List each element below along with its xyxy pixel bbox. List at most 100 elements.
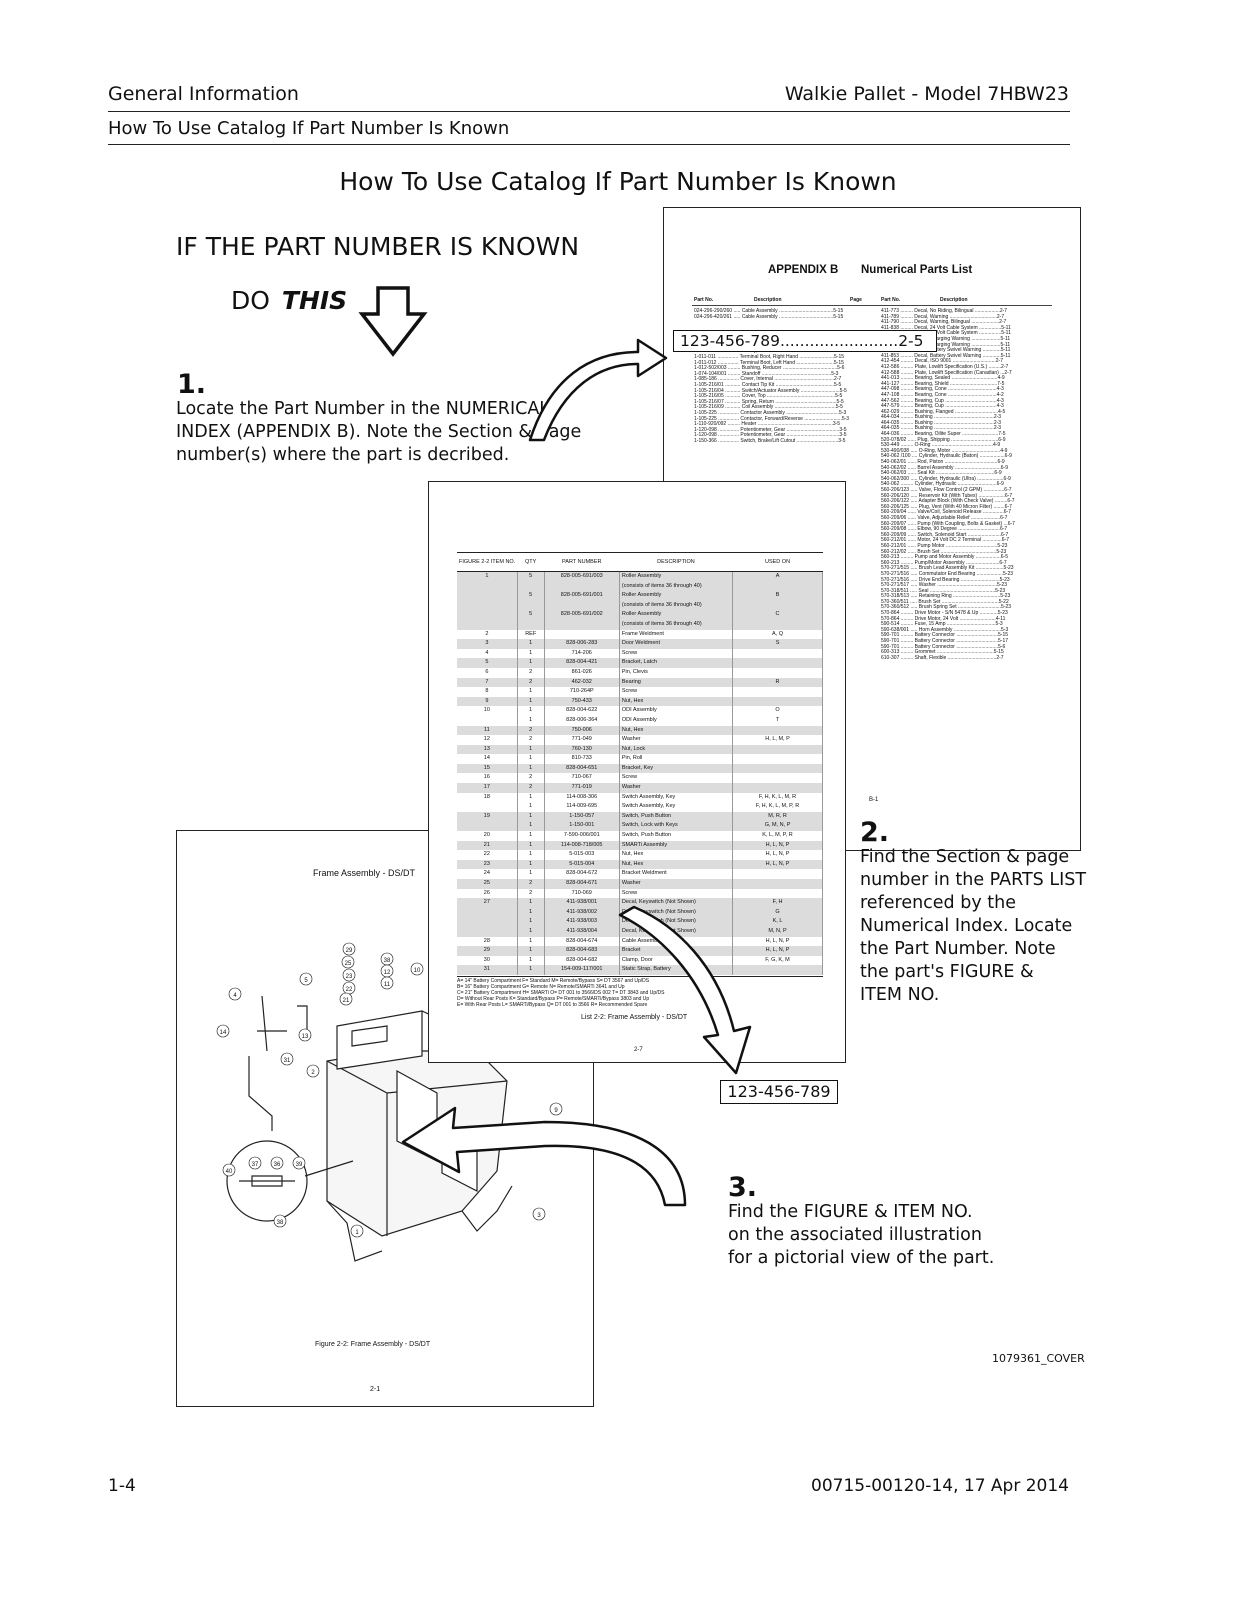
- table-cell: Pin, Roll: [619, 754, 734, 764]
- footer-doc-id: 00715-00120-14, 17 Apr 2014: [811, 1476, 1069, 1496]
- table-cell: 828-006-283: [544, 639, 620, 649]
- item-balloon: 23: [346, 974, 353, 980]
- intro-do: DO THIS: [231, 286, 347, 315]
- table-cell: Decal, Keyswitch (Not Shown): [619, 898, 734, 908]
- table-cell: 1: [517, 792, 545, 803]
- step-2-number: 2.: [860, 817, 890, 848]
- step-2-line: the part's FIGURE &: [860, 962, 1034, 982]
- appendix-page-number: B-1: [869, 797, 879, 803]
- appendix-row: 590-514 ......... Fuse, 15 Amp .........…: [881, 621, 1003, 628]
- table-cell: 828-004-622: [544, 706, 620, 716]
- appendix-row: 1-120-098 ............... Potentiometer,…: [694, 432, 847, 439]
- appendix-row: 411-851 ......... Decal, Charging Warnin…: [881, 341, 1011, 348]
- table-cell: 1: [517, 715, 545, 726]
- table-cell: M, N, P: [732, 926, 823, 937]
- table-row: (consists of items 36 through 40): [457, 600, 823, 611]
- col-part-left: Part No.: [694, 297, 714, 303]
- table-cell: 1: [517, 696, 545, 707]
- appendix-row: 411-839 ......... Decal, 24 Volt Cable S…: [881, 330, 1011, 337]
- table-cell: 861-026: [544, 667, 620, 678]
- parts-list-header-row: FIGURE 2-2 ITEM NO. QTY PART NUMBER DESC…: [457, 552, 823, 572]
- appendix-row: 1-105-225 ............... Contactor, For…: [694, 415, 850, 422]
- step-2-line: Numerical Index. Locate: [860, 916, 1073, 936]
- table-cell: 714-206: [544, 648, 620, 659]
- header-model: Walkie Pallet - Model 7HBW23: [784, 83, 1069, 105]
- appendix-row: 570-318/513 ..... Retaining Ring .......…: [881, 593, 1011, 600]
- table-cell: [732, 667, 823, 678]
- appendix-row: 1-105-216/09 ........... Coil Assembly .…: [694, 404, 843, 411]
- appendix-row: 570-864 ......... Drive Motor - S/N 5478…: [881, 610, 1008, 617]
- appendix-row: 441-013 ......... Bearing, Sealed ......…: [881, 375, 1005, 382]
- step-3-number: 3.: [728, 1172, 758, 1203]
- item-balloon: 31: [284, 1058, 291, 1064]
- appendix-row: 447-098 ......... Bearing, Cone ........…: [881, 386, 1004, 393]
- item-balloon: 2: [311, 1070, 315, 1076]
- table-cell: [544, 581, 620, 592]
- table-cell: 29: [457, 946, 518, 956]
- appendix-row: 530-449 ......... O-Ring ...............…: [881, 442, 1001, 449]
- table-cell: 828-004-671: [544, 879, 620, 889]
- step-3-text: Find the FIGURE & ITEM NO. on the associ…: [728, 1201, 994, 1270]
- table-cell: 27: [457, 898, 518, 908]
- appendix-row: 570-271/516 ..... Drive End Bearing ....…: [881, 576, 1010, 583]
- curved-arrow-icon: [618, 905, 752, 1075]
- appendix-row: 1-011-012 ............... Terminal Boot,…: [694, 359, 844, 366]
- table-cell: 1: [517, 859, 545, 870]
- appendix-row: 590-701 ......... Battery Connector ....…: [881, 632, 1008, 639]
- table-row: (consists of items 36 through 40): [457, 619, 823, 630]
- appendix-row: 570-271/516 ..... Commutator End Bearing…: [881, 570, 1014, 577]
- appendix-row: 1-150-366 ............... Switch, Brake/…: [694, 437, 846, 444]
- appendix-row: 1-105-216/04 ........... Switch/Actuator…: [694, 387, 847, 394]
- table-cell: 5-015-003: [544, 850, 620, 860]
- table-cell: [544, 619, 620, 630]
- table-cell: 1: [517, 898, 545, 908]
- item-balloon: 38: [384, 958, 391, 964]
- item-balloon: 3: [537, 1213, 541, 1219]
- curved-arrow-icon: [528, 338, 668, 442]
- table-cell: Washer: [619, 879, 734, 889]
- appendix-row: 540-062/03 ...... Seal Kit .............…: [881, 470, 1002, 477]
- table-cell: H, L, N, P: [732, 850, 823, 860]
- appendix-row: 464-035 ......... Bushing ..............…: [881, 425, 1002, 432]
- table-cell: 7: [457, 677, 518, 688]
- table-cell: 8: [457, 687, 518, 697]
- table-cell: 1: [517, 907, 545, 918]
- appendix-row: 560-212/01 ...... Pump Motor ...........…: [881, 542, 1008, 549]
- table-cell: K, L, M, P, R: [732, 831, 823, 841]
- index-entry-callout: 123-456-789........................2-5: [673, 330, 937, 352]
- table-cell: 771-019: [544, 783, 620, 793]
- footer-page-number: 1-4: [108, 1476, 136, 1496]
- table-cell: B: [732, 591, 823, 601]
- legend-line: C= 21" Battery Compartment H= SMARTi O= …: [457, 989, 665, 996]
- table-cell: [517, 619, 545, 630]
- table-cell: 24: [457, 869, 518, 879]
- appendix-row: 560-206/123 ..... Valve, Flow Control (2…: [881, 487, 1012, 493]
- table-cell: [732, 725, 823, 736]
- table-cell: 828-004-421: [544, 658, 620, 668]
- table-cell: 22: [457, 850, 518, 860]
- table-cell: 12: [457, 735, 518, 745]
- table-cell: 828-005-691/003: [544, 571, 620, 582]
- table-cell: Decal, Keyswitch (Not Shown): [619, 907, 734, 918]
- table-cell: [732, 744, 823, 755]
- table-cell: 771-049: [544, 735, 620, 745]
- table-cell: 1: [517, 648, 545, 659]
- figure-title: Frame Assembly - DS/DT: [313, 868, 416, 878]
- appendix-row: 560-212/01 ...... Motor, 24 Volt DC 2 Te…: [881, 537, 1010, 544]
- table-cell: REF: [517, 629, 545, 640]
- table-cell: Roller Assembly: [619, 571, 734, 582]
- appendix-row: 1-110-920/092 ......... Heater .........…: [694, 421, 841, 428]
- table-cell: G: [732, 907, 823, 918]
- table-cell: [732, 581, 823, 592]
- table-cell: Bracket Weldment: [619, 869, 734, 879]
- table-cell: T: [732, 715, 823, 726]
